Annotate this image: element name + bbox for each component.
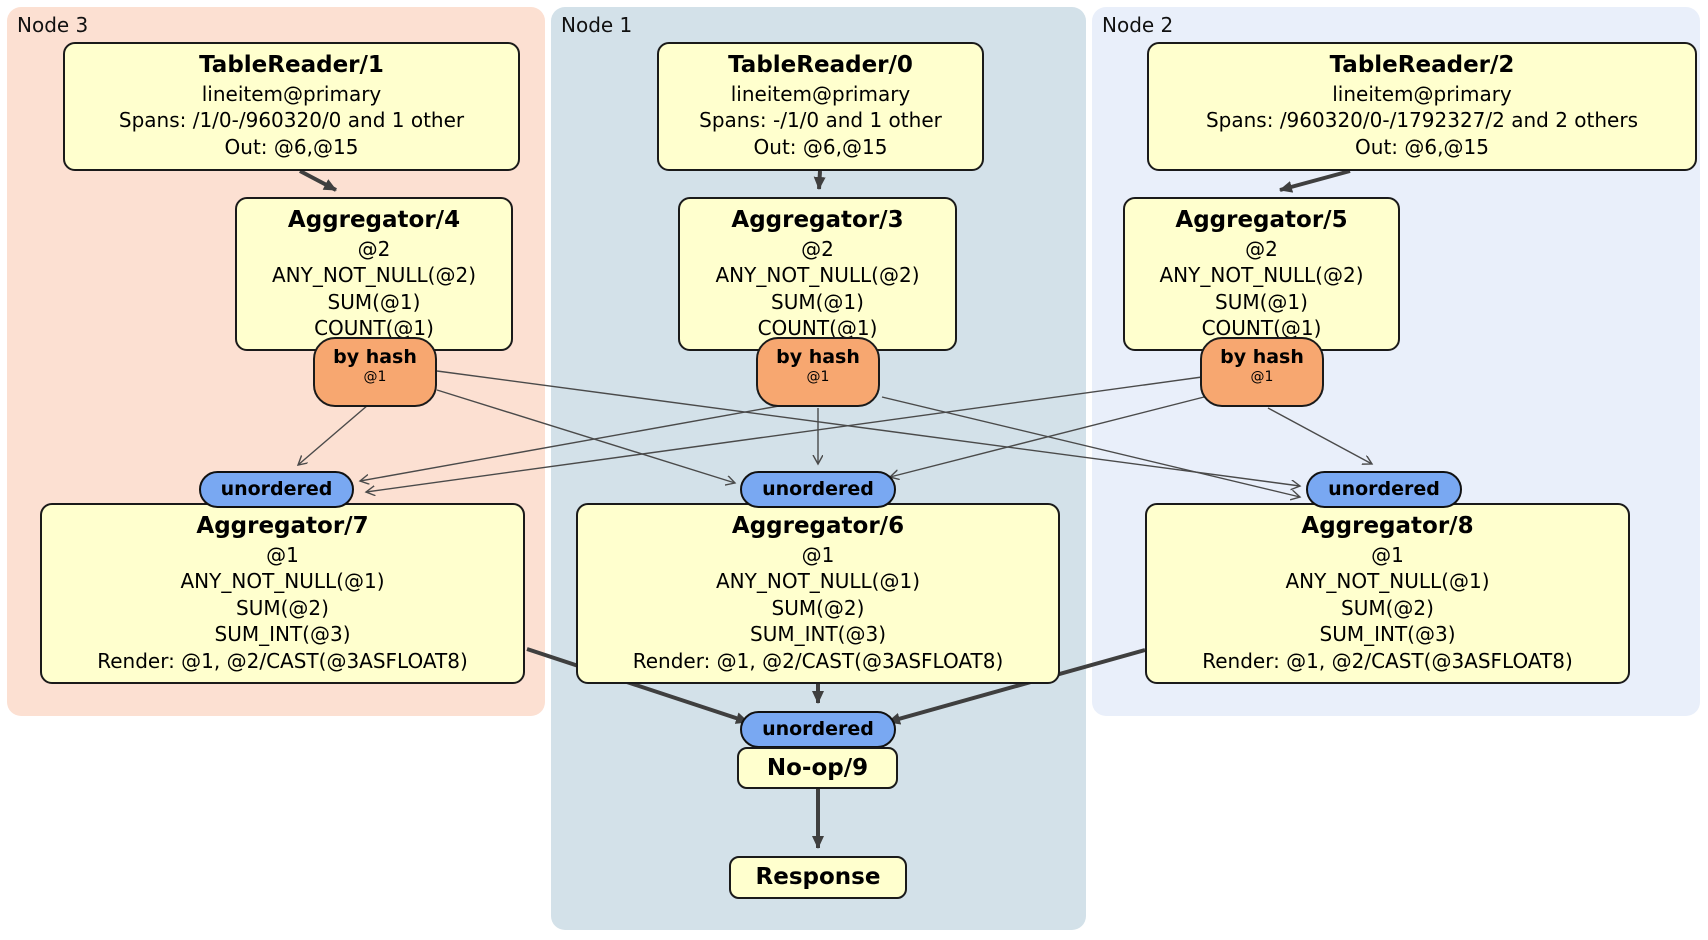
edge-router1-sync2	[881, 396, 1300, 497]
sync-unordered-node2: unordered	[1306, 471, 1462, 508]
edge-router2-sync3	[366, 376, 1203, 492]
processor-aggregator-4: Aggregator/4 @2 ANY_NOT_NULL(@2) SUM(@1)…	[235, 197, 513, 351]
processor-index: lineitem@primary	[1332, 82, 1512, 107]
processor-groupcols: @1	[266, 543, 299, 568]
processor-aggregator-8: Aggregator/8 @1 ANY_NOT_NULL(@1) SUM(@2)…	[1145, 503, 1630, 684]
processor-title: Aggregator/4	[287, 207, 461, 233]
processor-agg-fn: ANY_NOT_NULL(@1)	[180, 569, 385, 594]
edge-tablereader1-aggregator4	[299, 169, 337, 192]
processor-render: Render: @1, @2/CAST(@3ASFLOAT8)	[97, 648, 468, 673]
processor-title: No-op/9	[766, 755, 869, 781]
processor-out: Out: @6,@15	[224, 134, 359, 159]
processor-agg-fn: SUM(@1)	[1215, 289, 1308, 314]
processor-title: Aggregator/5	[1175, 207, 1348, 233]
processor-spans: Spans: /1/0-/960320/0 and 1 other	[118, 108, 465, 133]
processor-spans: Spans: /960320/0-/1792327/2 and 2 others	[1205, 108, 1638, 133]
processor-agg-fn: COUNT(@1)	[757, 316, 878, 341]
processor-agg-fn: SUM(@2)	[1341, 595, 1434, 620]
processor-title: TableReader/2	[1329, 52, 1515, 78]
sync-unordered-node1: unordered	[740, 471, 896, 508]
processor-index: lineitem@primary	[730, 82, 911, 107]
processor-title: TableReader/0	[728, 52, 913, 78]
processor-out: Out: @6,@15	[753, 134, 888, 159]
edge-aggregator7-final-sync	[526, 647, 749, 724]
router-by-hash-node1: by hash @1	[756, 337, 880, 407]
processor-render: Render: @1, @2/CAST(@3ASFLOAT8)	[1202, 648, 1573, 673]
edge-router3-sync1	[436, 389, 735, 483]
processor-agg-fn: SUM(@2)	[771, 595, 865, 620]
processor-tablereader-2: TableReader/2 lineitem@primary Spans: /9…	[1147, 42, 1697, 171]
processor-out: Out: @6,@15	[1355, 134, 1489, 159]
processor-agg-fn: SUM(@1)	[327, 289, 421, 314]
processor-index: lineitem@primary	[201, 82, 382, 107]
edge-router1-sync3	[360, 403, 791, 481]
router-by-hash-node2: by hash @1	[1200, 337, 1324, 407]
processor-groupcols: @2	[801, 237, 834, 262]
sync-label: unordered	[762, 478, 874, 500]
processor-aggregator-3: Aggregator/3 @2 ANY_NOT_NULL(@2) SUM(@1)…	[678, 197, 957, 351]
processor-agg-fn: ANY_NOT_NULL(@2)	[715, 263, 920, 288]
processor-groupcols: @1	[801, 543, 835, 568]
processor-agg-fn: COUNT(@1)	[1201, 316, 1322, 341]
sync-unordered-final: unordered	[740, 711, 896, 748]
panel-node3-label: Node 3	[17, 13, 89, 37]
processor-title: Aggregator/8	[1301, 513, 1474, 539]
router-label: by hash	[1220, 346, 1304, 368]
processor-aggregator-6: Aggregator/6 @1 ANY_NOT_NULL(@1) SUM(@2)…	[576, 503, 1060, 684]
processor-aggregator-7: Aggregator/7 @1 ANY_NOT_NULL(@1) SUM(@2)…	[40, 503, 525, 684]
panel-node1-label: Node 1	[561, 13, 633, 37]
processor-title: Aggregator/7	[196, 513, 369, 539]
router-by-hash-node3: by hash @1	[313, 337, 437, 407]
edge-router3-sync2	[436, 370, 1300, 486]
processor-agg-fn: COUNT(@1)	[314, 316, 434, 341]
processor-noop-9: No-op/9	[737, 747, 898, 789]
edge-aggregator8-final-sync	[887, 648, 1146, 725]
edge-tablereader2-aggregator5	[1279, 169, 1351, 193]
router-key: @1	[1250, 368, 1274, 385]
processor-agg-fn: ANY_NOT_NULL(@2)	[272, 263, 476, 288]
sync-label: unordered	[220, 478, 333, 500]
processor-groupcols: @2	[1245, 237, 1278, 262]
processor-groupcols: @1	[1371, 543, 1404, 568]
processor-agg-fn: ANY_NOT_NULL(@2)	[1159, 263, 1364, 288]
edge-router2-sync1	[890, 395, 1209, 477]
processor-agg-fn: ANY_NOT_NULL(@1)	[1285, 569, 1490, 594]
processor-agg-fn: ANY_NOT_NULL(@1)	[716, 569, 920, 594]
processor-tablereader-1: TableReader/1 lineitem@primary Spans: /1…	[63, 42, 520, 171]
processor-aggregator-5: Aggregator/5 @2 ANY_NOT_NULL(@2) SUM(@1)…	[1123, 197, 1400, 351]
router-key: @1	[806, 368, 830, 385]
processor-spans: Spans: -/1/0 and 1 other	[699, 108, 942, 133]
processor-agg-fn: SUM_INT(@3)	[750, 622, 886, 647]
sync-label: unordered	[762, 718, 874, 740]
processor-title: Aggregator/6	[731, 513, 905, 539]
router-key: @1	[363, 368, 387, 385]
sync-unordered-node3: unordered	[199, 471, 354, 508]
edge-router3-sync3	[298, 404, 369, 465]
sync-label: unordered	[1328, 478, 1440, 500]
response-box: Response	[729, 856, 907, 899]
router-label: by hash	[776, 346, 860, 368]
processor-title: Response	[755, 864, 881, 890]
processor-agg-fn: SUM(@1)	[771, 289, 864, 314]
panel-node2-label: Node 2	[1102, 13, 1174, 37]
processor-tablereader-0: TableReader/0 lineitem@primary Spans: -/…	[657, 42, 984, 171]
processor-agg-fn: SUM(@2)	[236, 595, 329, 620]
router-label: by hash	[333, 346, 417, 368]
processor-groupcols: @2	[357, 237, 391, 262]
processor-render: Render: @1, @2/CAST(@3ASFLOAT8)	[632, 648, 1004, 673]
processor-title: Aggregator/3	[731, 207, 904, 233]
edge-router2-sync2	[1267, 407, 1372, 464]
processor-agg-fn: SUM_INT(@3)	[214, 622, 351, 647]
processor-title: TableReader/1	[199, 52, 384, 78]
edge-tablereader0-aggregator3	[813, 170, 826, 190]
processor-agg-fn: SUM_INT(@3)	[1319, 622, 1456, 647]
